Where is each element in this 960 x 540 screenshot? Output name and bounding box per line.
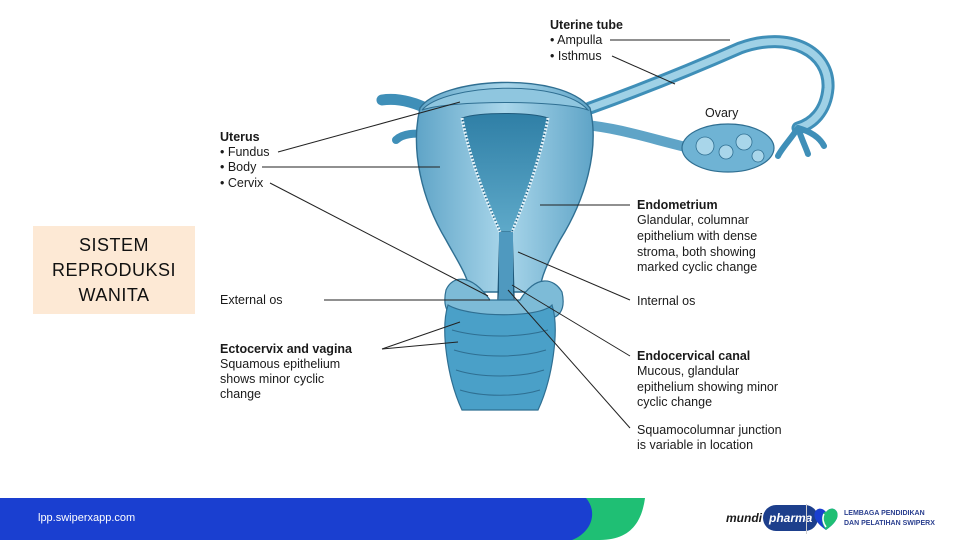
lpp-line-2: DAN PELATIHAN SWIPERX xyxy=(844,520,935,527)
slide-title-box: SISTEM REPRODUKSI WANITA xyxy=(33,226,195,314)
label-endometrium: Endometrium xyxy=(637,198,718,212)
vaginal-rugae xyxy=(451,329,549,396)
slide-title-line-3: WANITA xyxy=(78,284,150,305)
footer-logo-divider xyxy=(806,504,807,534)
label-uterine-tube: Uterine tube xyxy=(550,18,623,32)
endometrium-line-1: Glandular, columnar xyxy=(637,213,749,227)
footer-url[interactable]: lpp.swiperxapp.com xyxy=(38,512,136,524)
mundipharma-logo-pill: pharma xyxy=(763,505,819,531)
endometrium-line-3: stroma, both showing xyxy=(637,245,756,259)
endocervical-line-2: epithelium showing minor xyxy=(637,380,778,394)
footer-blue-bar xyxy=(0,498,593,540)
label-ampulla: • Ampulla xyxy=(550,33,602,47)
lpp-logo-text: LEMBAGA PENDIDIKAN DAN PELATIHAN SWIPERX xyxy=(844,509,935,529)
endometrium-line-2: epithelium with dense xyxy=(637,229,757,243)
ectocervix-line-1: Squamous epithelium xyxy=(220,357,340,371)
squamocolumnar-line-1: Squamocolumnar junction xyxy=(637,423,782,437)
uterine-tube-right xyxy=(583,35,835,135)
label-uterus: Uterus xyxy=(220,130,260,144)
fimbriae xyxy=(775,125,827,159)
mundipharma-logo-left: mundi xyxy=(726,511,762,525)
leader-lines xyxy=(262,39,730,429)
ectocervix-line-2: shows minor cyclic xyxy=(220,372,324,386)
lpp-heart-icon xyxy=(814,508,838,530)
ectocervix-line-3: change xyxy=(220,387,261,401)
label-ovary: Ovary xyxy=(705,106,739,120)
label-body: • Body xyxy=(220,160,257,174)
cervical-canal-fill xyxy=(499,232,513,300)
label-internal-os: Internal os xyxy=(637,294,695,308)
label-isthmus: • Isthmus xyxy=(550,49,602,63)
slide-title-line-1: SISTEM xyxy=(78,234,149,255)
endocervical-line-1: Mucous, glandular xyxy=(637,364,739,378)
endometrium-line-4: marked cyclic change xyxy=(637,260,757,274)
label-cervix: • Cervix xyxy=(220,176,264,190)
squamocolumnar-line-2: is variable in location xyxy=(637,438,753,452)
vagina xyxy=(444,303,556,411)
lpp-line-1: LEMBAGA PENDIDIKAN xyxy=(844,510,925,517)
label-ectocervix: Ectocervix and vagina xyxy=(220,342,353,356)
label-fundus: • Fundus xyxy=(220,145,270,159)
slide-title-line-2: REPRODUKSI xyxy=(51,259,177,280)
endometrium-lining xyxy=(460,117,550,233)
mundipharma-logo: mundi pharma xyxy=(726,505,819,531)
ovary-shape xyxy=(681,123,775,173)
label-endocervical-canal: Endocervical canal xyxy=(637,349,750,363)
endocervical-line-3: cyclic change xyxy=(637,395,712,409)
uterus-fundus xyxy=(421,87,590,112)
mundipharma-logo-right: pharma xyxy=(769,511,813,525)
ovarian-ligament xyxy=(580,120,695,153)
label-external-os: External os xyxy=(220,293,283,307)
